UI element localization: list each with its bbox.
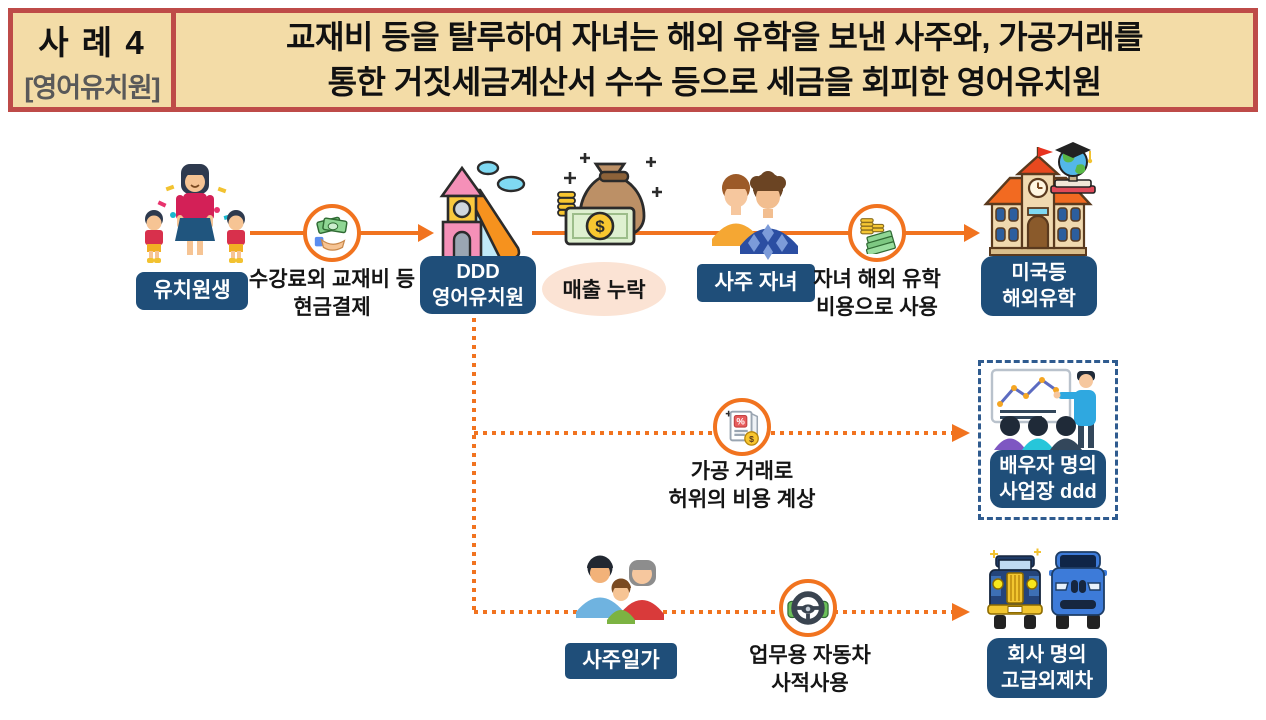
- label-ddd-kindergarten: DDD 영어유치원: [420, 256, 536, 314]
- arrowhead-fake-trade: [952, 424, 970, 442]
- label-kindergarten-students: 유치원생: [136, 272, 248, 310]
- edge-label-cash-payment: 수강료외 교재비 등 현금결제: [248, 268, 416, 319]
- percent-glyph: %: [736, 417, 745, 428]
- luxury-cars-icon: [986, 546, 1110, 638]
- receipt-icon: % $: [713, 398, 771, 456]
- label-owner-children: 사주 자녀: [697, 264, 815, 302]
- dollar-glyph: $: [595, 217, 605, 236]
- edge-label-fake-transactions: 가공 거래로 허위의 비용 계상: [668, 460, 816, 511]
- money-bag-icon: $: [552, 150, 666, 264]
- case-number: 사 례 4: [38, 23, 146, 61]
- arrowhead-car-use: [952, 603, 970, 621]
- edge-label-company-car-private-use: 업무용 자동차 사적사용: [749, 644, 871, 695]
- header-banner: 사 례 4 [영어유치원] 교재비 등을 탈루하여 자녀는 해외 유학을 보낸 …: [8, 8, 1258, 112]
- coins-cash-icon: [848, 204, 906, 262]
- title-line-1: 교재비 등을 탈루하여 자녀는 해외 유학을 보낸 사주와, 가공거래를: [286, 18, 1143, 55]
- owner-children-icon: [700, 170, 804, 266]
- steering-wheel-icon: [779, 579, 837, 637]
- case-category: [영어유치원]: [24, 72, 160, 103]
- bubble-sales-omission: 매출 누락: [542, 262, 666, 316]
- mother-children-icon: [128, 158, 262, 278]
- edge-label-study-abroad-expense: 자녀 해외 유학 비용으로 사용: [813, 268, 941, 319]
- cash-hand-icon: [303, 204, 361, 262]
- arrowhead-tuition: [418, 224, 434, 242]
- school-icon: [980, 146, 1096, 260]
- label-overseas-study: 미국등 해외유학: [981, 256, 1097, 316]
- label-spouse-business: 배우자 명의 사업장 ddd: [990, 450, 1106, 508]
- label-owner-family: 사주일가: [565, 643, 677, 679]
- presentation-icon: [990, 368, 1106, 450]
- dollar-glyph: $: [749, 434, 754, 444]
- arrowhead-sales: [964, 224, 980, 242]
- globe-graduation-icon: [1047, 140, 1099, 196]
- family-icon: [564, 554, 680, 644]
- case-label-box: 사 례 4 [영어유치원]: [8, 8, 176, 112]
- kindergarten-icon: [422, 156, 530, 272]
- title-line-2: 통한 거짓세금계산서 수수 등으로 세금을 회피한 영어유치원: [327, 64, 1102, 100]
- title-box: 교재비 등을 탈루하여 자녀는 해외 유학을 보낸 사주와, 가공거래를 통한 …: [171, 8, 1258, 112]
- label-company-luxury-cars: 회사 명의 고급외제차: [987, 638, 1107, 698]
